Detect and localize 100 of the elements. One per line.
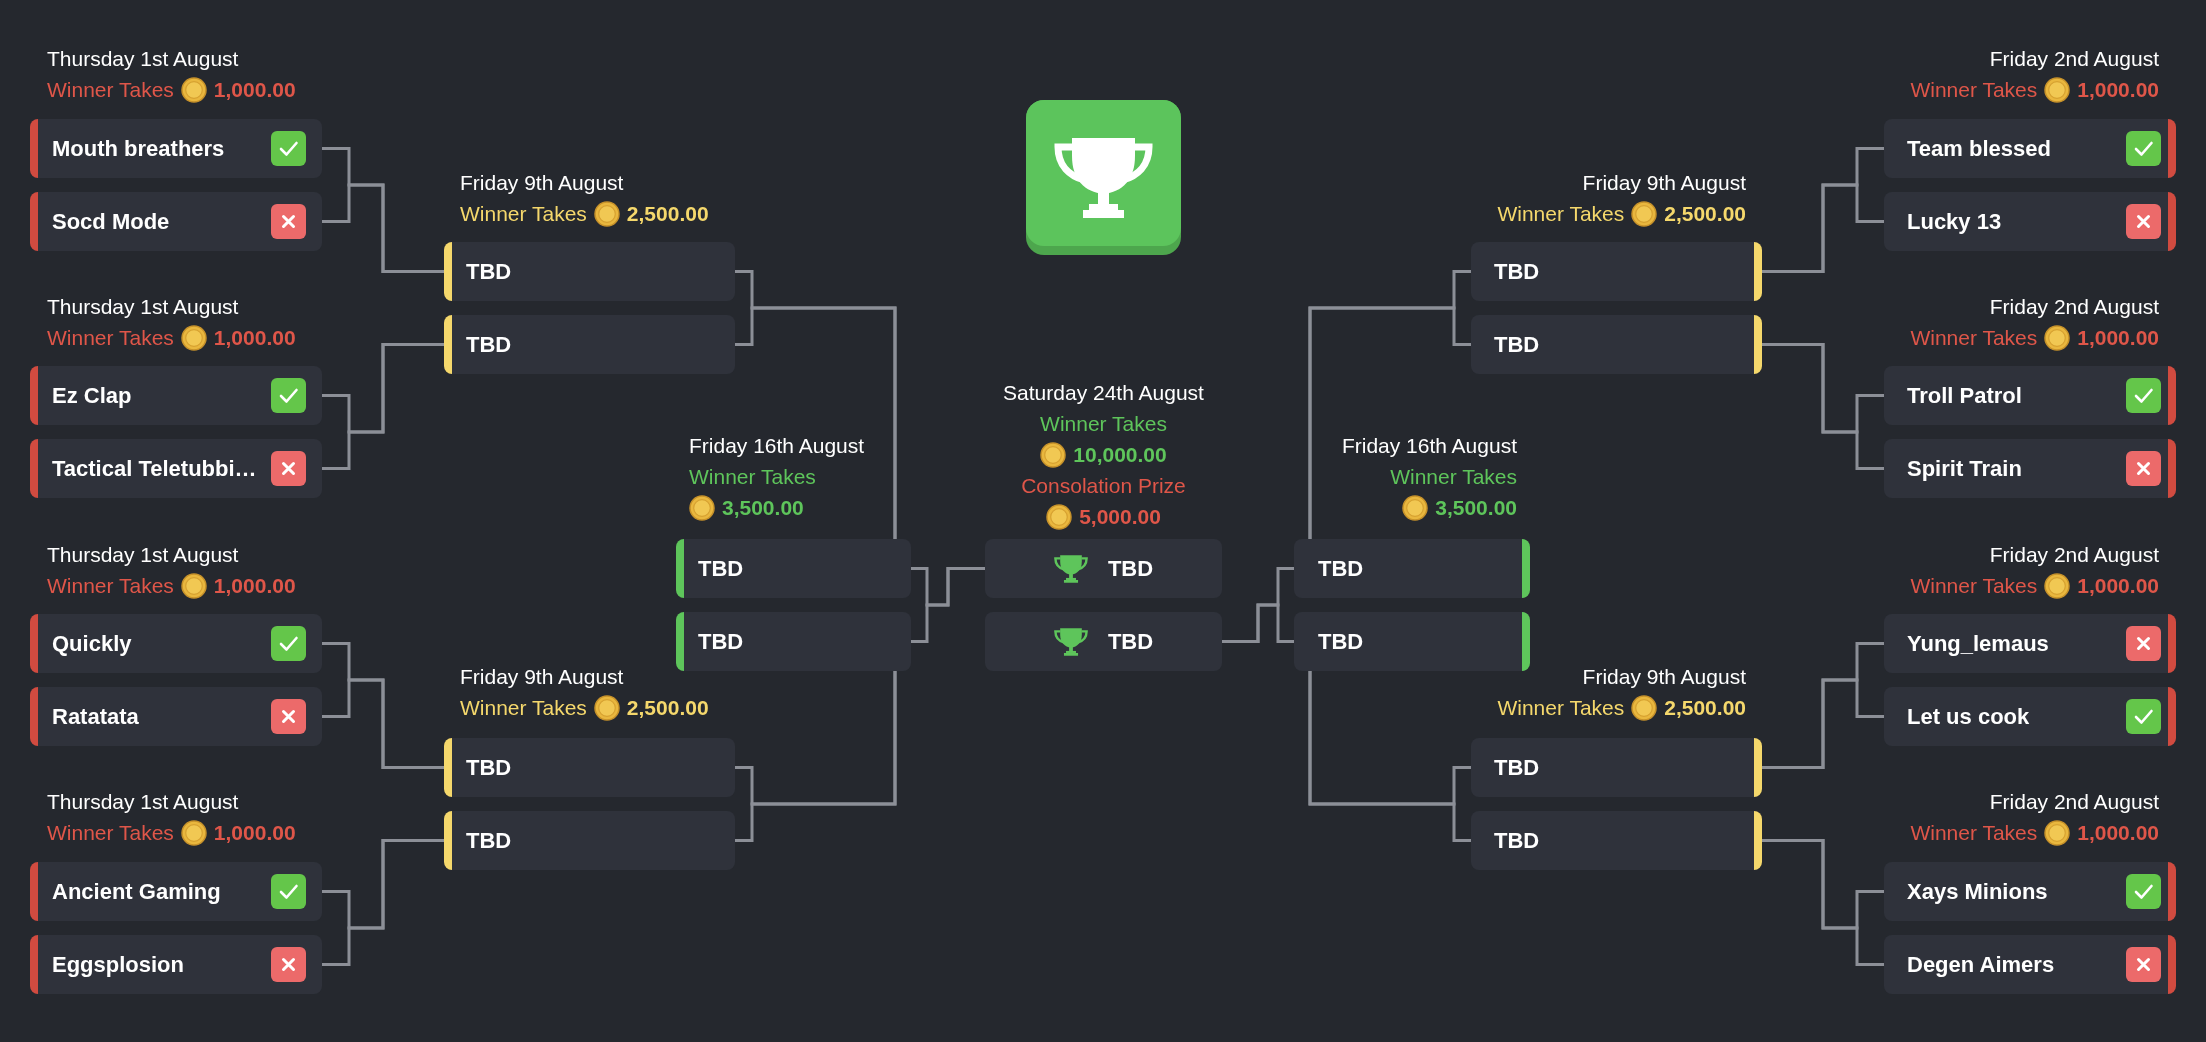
- prize-amount: 5,000.00: [1079, 504, 1161, 529]
- date-text: Saturday 24th August: [1003, 380, 1204, 405]
- bracket-line: [1762, 839, 1884, 966]
- team-name: TBD: [1318, 628, 1364, 655]
- team-row: [1884, 192, 2176, 251]
- team-row: [444, 738, 735, 797]
- team-row: [1884, 687, 2176, 746]
- prize-label: Consolation Prize: [1021, 473, 1186, 498]
- bracket-line: [1308, 671, 1471, 842]
- team-row: [1884, 439, 2176, 498]
- prize-amount: 2,500.00: [626, 695, 709, 720]
- prize-label: Winner Takes: [1497, 695, 1625, 720]
- prize-amount: 1,000.00: [2077, 820, 2159, 845]
- team-row: [676, 612, 911, 671]
- date-text: Friday 9th August: [460, 170, 624, 195]
- prize-amount: 1,000.00: [2077, 573, 2159, 598]
- bracket-line: [911, 567, 985, 643]
- prize-amount: 3,500.00: [1435, 495, 1517, 520]
- prize-label: Winner Takes: [1497, 201, 1625, 226]
- team-name: TBD: [1494, 754, 1540, 781]
- team-row: [985, 612, 1222, 671]
- prize-amount: 2,500.00: [1664, 695, 1746, 720]
- team-name: Degen Aimers: [1907, 951, 2055, 978]
- date-text: Thursday 1st August: [47, 542, 239, 567]
- team-name: Troll Patrol: [1907, 382, 2022, 409]
- team-row: [1884, 119, 2176, 178]
- bracket-line: [1762, 183, 1884, 273]
- team-row: [1884, 862, 2176, 921]
- date-text: Thursday 1st August: [47, 46, 239, 71]
- bracket-line: [1762, 343, 1884, 470]
- team-name: Socd Mode: [52, 208, 170, 235]
- team-name: Eggsplosion: [52, 951, 184, 978]
- team-row: [1294, 539, 1530, 598]
- date-text: Friday 9th August: [1582, 170, 1746, 195]
- team-row: [30, 935, 322, 994]
- prize-label: Winner Takes: [1390, 464, 1517, 489]
- prize-amount: 1,000.00: [2077, 325, 2159, 350]
- team-name: TBD: [698, 628, 744, 655]
- bracket-line: [1222, 603, 1294, 643]
- team-row: [444, 811, 735, 870]
- team-name: Ratatata: [52, 703, 139, 730]
- team-row: [30, 192, 322, 251]
- team-name: TBD: [1107, 628, 1154, 655]
- team-row: [1884, 935, 2176, 994]
- team-row: [1884, 614, 2176, 673]
- team-name: TBD: [1494, 331, 1540, 358]
- team-row: [676, 539, 911, 598]
- team-row: [30, 862, 322, 921]
- team-name: Xays Minions: [1907, 878, 2048, 905]
- team-row: [30, 439, 322, 498]
- date-text: Friday 2nd August: [1989, 294, 2159, 319]
- bracket-line: [322, 343, 444, 470]
- team-name: TBD: [1318, 555, 1364, 582]
- date-text: Thursday 1st August: [47, 294, 239, 319]
- prize-amount: 2,500.00: [1664, 201, 1746, 226]
- prize-label: Winner Takes: [47, 325, 174, 350]
- team-name: TBD: [466, 258, 512, 285]
- prize-label: Winner Takes: [460, 695, 587, 720]
- bracket-line: [1762, 678, 1884, 769]
- team-row: [1471, 315, 1762, 374]
- team-name: Mouth breathers: [52, 135, 225, 162]
- prize-label: Winner Takes: [47, 77, 174, 102]
- prize-label: Winner Takes: [1910, 77, 2038, 102]
- prize-amount: 1,000.00: [213, 77, 296, 102]
- team-name: TBD: [1107, 555, 1154, 582]
- team-name: TBD: [466, 754, 512, 781]
- team-row: [1471, 242, 1762, 301]
- team-name: Quickly: [52, 630, 132, 657]
- team-row: [444, 315, 735, 374]
- date-text: Friday 2nd August: [1989, 789, 2159, 814]
- team-name: Ez Clap: [52, 382, 132, 409]
- team-name: TBD: [466, 827, 512, 854]
- team-name: TBD: [1494, 827, 1540, 854]
- prize-label: Winner Takes: [47, 820, 174, 845]
- team-row: [30, 687, 322, 746]
- prize-label: Winner Takes: [1910, 820, 2038, 845]
- prize-amount: 1,000.00: [2077, 77, 2159, 102]
- prize-amount: 1,000.00: [213, 820, 296, 845]
- prize-amount: 3,500.00: [722, 495, 804, 520]
- date-text: Friday 2nd August: [1989, 46, 2159, 71]
- team-name: Yung_lemaus: [1907, 630, 2049, 657]
- prize-amount: 2,500.00: [626, 201, 709, 226]
- team-row: [1471, 811, 1762, 870]
- team-name: Spirit Train: [1907, 455, 2022, 482]
- prize-amount: 10,000.00: [1073, 442, 1167, 467]
- bracket-line: [322, 678, 444, 769]
- team-name: Team blessed: [1907, 135, 2051, 162]
- prize-label: Winner Takes: [47, 573, 174, 598]
- date-text: Friday 9th August: [460, 664, 624, 689]
- team-name: Tactical Teletubbi…: [52, 455, 257, 482]
- date-text: Friday 2nd August: [1989, 542, 2159, 567]
- prize-label: Winner Takes: [1910, 573, 2038, 598]
- team-row: [1294, 612, 1530, 671]
- date-text: Friday 16th August: [689, 433, 865, 458]
- team-name: TBD: [1494, 258, 1540, 285]
- team-row: [1884, 366, 2176, 425]
- prize-amount: 1,000.00: [213, 573, 296, 598]
- team-name: TBD: [466, 331, 512, 358]
- date-text: Friday 9th August: [1582, 664, 1746, 689]
- prize-label: Winner Takes: [1040, 411, 1167, 436]
